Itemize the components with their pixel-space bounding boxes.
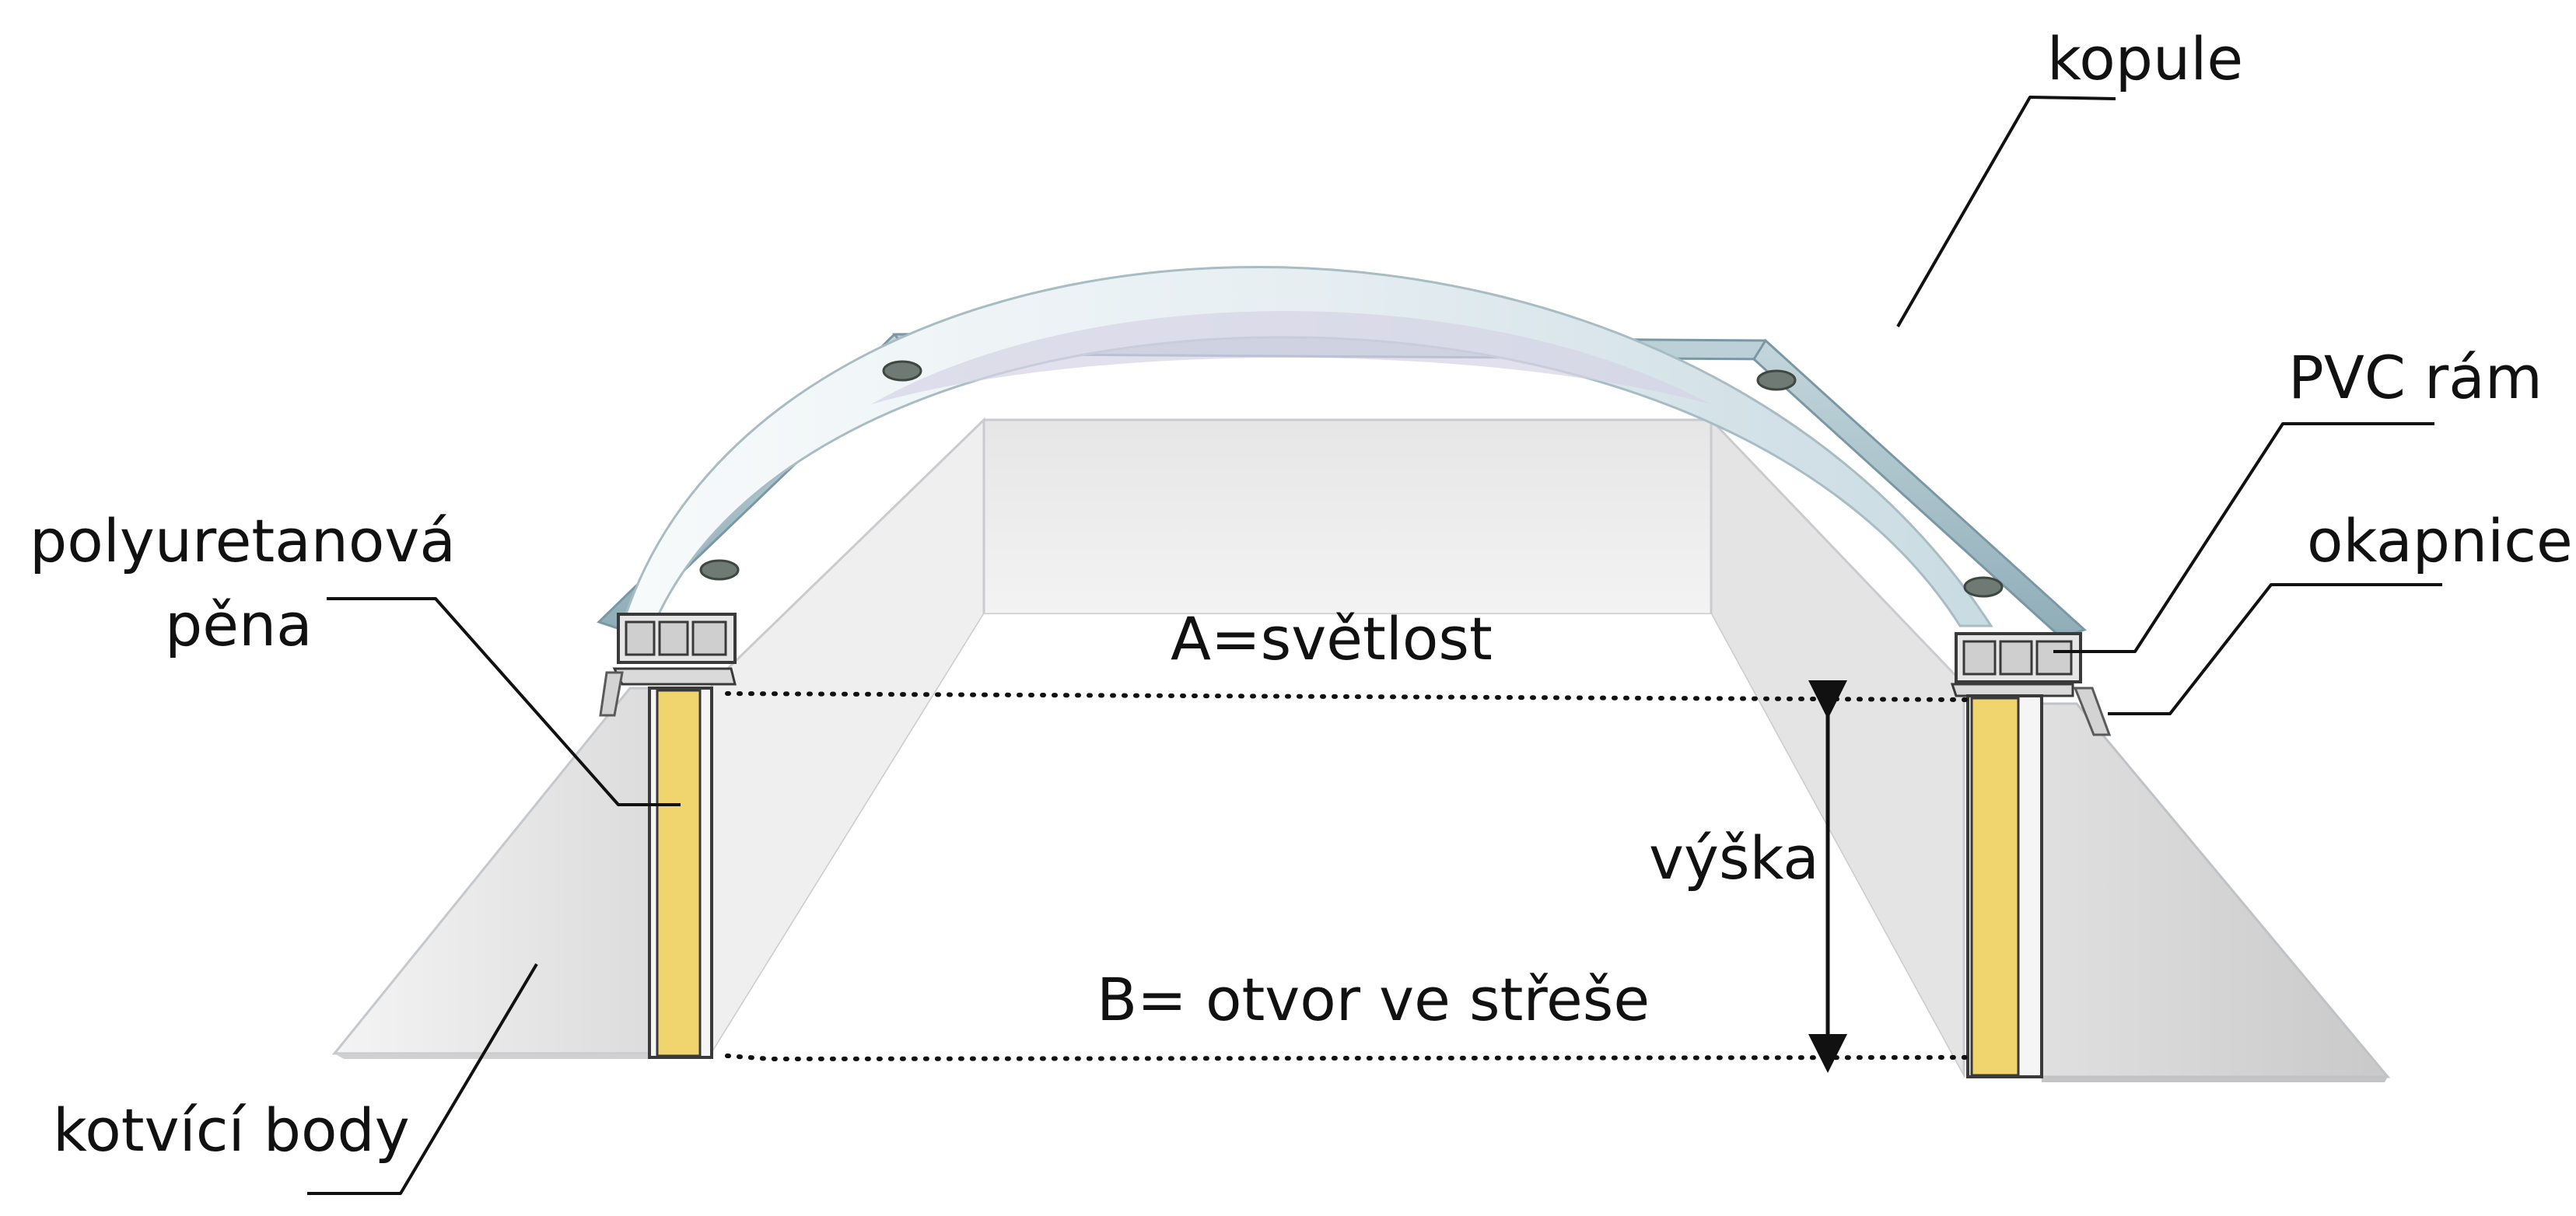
clearance-dotted-line bbox=[725, 691, 1970, 702]
bolt-3 bbox=[1756, 369, 1797, 391]
upstand-left bbox=[648, 687, 713, 1059]
label-anchor-points: kotvící body bbox=[53, 1095, 410, 1165]
left-roof-slope-base bbox=[334, 1054, 653, 1059]
bolt-4 bbox=[1963, 576, 2004, 598]
upstand-right bbox=[1966, 694, 2043, 1078]
foam-core-right bbox=[1970, 697, 2020, 1077]
foam-core-left bbox=[656, 689, 702, 1057]
label-height: výška bbox=[1649, 823, 1819, 893]
pvc-profile-left bbox=[599, 613, 737, 717]
leader-pvc-frame bbox=[2053, 422, 2434, 653]
label-roof-opening: B= otvor ve střeše bbox=[1097, 965, 1650, 1034]
left-roof-slope bbox=[331, 687, 655, 1055]
pvc-profile-right bbox=[1950, 632, 2112, 736]
right-roof-slope bbox=[2036, 702, 2391, 1078]
bolt-2 bbox=[699, 559, 740, 581]
right-roof-slope-base bbox=[2042, 1077, 2388, 1082]
leader-drip-edge bbox=[2108, 583, 2442, 715]
bolt-1 bbox=[882, 360, 922, 382]
label-foam-line1: polyuretanová bbox=[30, 506, 456, 575]
leader-dome bbox=[1896, 96, 2116, 327]
label-dome: kopule bbox=[2047, 24, 2243, 93]
opening-dotted-line bbox=[725, 1054, 1970, 1062]
label-clearance: A=světlost bbox=[1171, 604, 1493, 673]
leader-anchor-points bbox=[307, 963, 538, 1195]
inner-opening bbox=[712, 614, 1964, 1077]
dome-inner-band bbox=[871, 311, 1711, 404]
label-drip-edge: okapnice bbox=[2307, 506, 2573, 575]
label-foam-line2: pěna bbox=[165, 590, 313, 659]
leader-foam bbox=[327, 597, 681, 806]
label-pvc-frame: PVC rám bbox=[2288, 343, 2543, 412]
inner-back-wall bbox=[982, 418, 1713, 616]
